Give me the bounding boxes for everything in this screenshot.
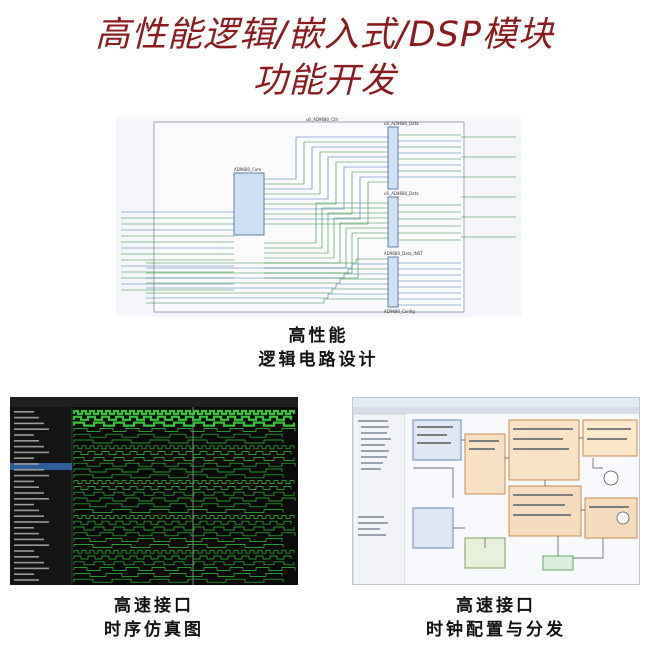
schematic-caption: 高性能 逻辑电路设计 bbox=[116, 324, 521, 372]
clocking-panel bbox=[352, 397, 640, 585]
simulation-caption-line2: 时序仿真图 bbox=[104, 620, 204, 640]
page-title-line2: 功能开发 bbox=[252, 61, 397, 101]
core-block bbox=[233, 172, 265, 236]
schematic-panel: u0_AD9680_Ctrl AD9680_Core u0_AD9680_Dat… bbox=[116, 117, 521, 317]
simulation-caption-line1: 高速接口 bbox=[114, 596, 194, 616]
right-block-3 bbox=[387, 256, 399, 308]
schematic-wires bbox=[121, 134, 516, 306]
right-block-2 bbox=[387, 196, 399, 248]
module-right2-label: u0_AD9680_Data bbox=[384, 191, 419, 196]
clocking-caption-line2: 时钟配置与分发 bbox=[426, 620, 566, 640]
simulation-waveform bbox=[10, 397, 298, 585]
simulation-caption: 高速接口 时序仿真图 bbox=[10, 594, 298, 642]
module-right4-label: AD9680_Config bbox=[384, 309, 415, 314]
module-right1-label: u0_AD9680_Data bbox=[384, 121, 419, 126]
schematic-caption-line1: 高性能 bbox=[288, 326, 349, 346]
clocking-caption: 高速接口 时钟配置与分发 bbox=[352, 594, 640, 642]
page-title-line1: 高性能逻辑/嵌入式/DSP模块 bbox=[95, 15, 554, 55]
simulation-panel bbox=[10, 397, 298, 585]
right-block-1 bbox=[387, 126, 399, 190]
module-right3-label: AD9680_Data_INST bbox=[384, 251, 423, 256]
schematic-diagram: u0_AD9680_Ctrl AD9680_Core u0_AD9680_Dat… bbox=[121, 117, 516, 314]
top-module-frame bbox=[153, 121, 465, 313]
schematic-caption-line2: 逻辑电路设计 bbox=[258, 350, 379, 370]
clocking-caption-line1: 高速接口 bbox=[456, 596, 536, 616]
module-core-label: AD9680_Core bbox=[234, 167, 262, 172]
module-top-label: u0_AD9680_Ctrl bbox=[306, 117, 338, 122]
clocking-diagram bbox=[353, 398, 639, 584]
